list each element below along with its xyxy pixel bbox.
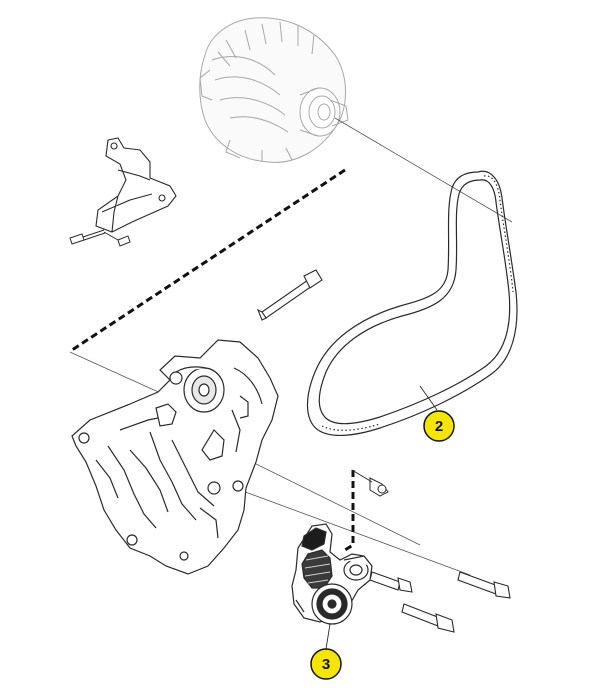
callout-3-label: 3 [322, 656, 330, 673]
tensioner-bolt-top [351, 469, 389, 497]
tensioner-bolts-right [369, 571, 511, 633]
callout-2-label: 2 [435, 418, 443, 435]
alternator [199, 17, 349, 163]
long-bolt-upper [256, 269, 323, 321]
callout-3-leader [325, 623, 331, 650]
bracket-bolts [69, 229, 131, 247]
callout-2-badge [423, 410, 455, 442]
alignment-lines [69, 117, 513, 576]
callout-leaders [325, 385, 438, 650]
dashed-guide-lines [71, 168, 355, 552]
engine-bracket-housing [71, 339, 279, 575]
callout-2-leader [419, 385, 438, 411]
mounting-bracket [95, 137, 177, 233]
callout-3-badge [310, 648, 342, 680]
callout-2: 2 [423, 410, 455, 442]
serpentine-belt [306, 170, 518, 437]
callout-3: 3 [310, 648, 342, 680]
belt-tensioner [291, 523, 373, 625]
